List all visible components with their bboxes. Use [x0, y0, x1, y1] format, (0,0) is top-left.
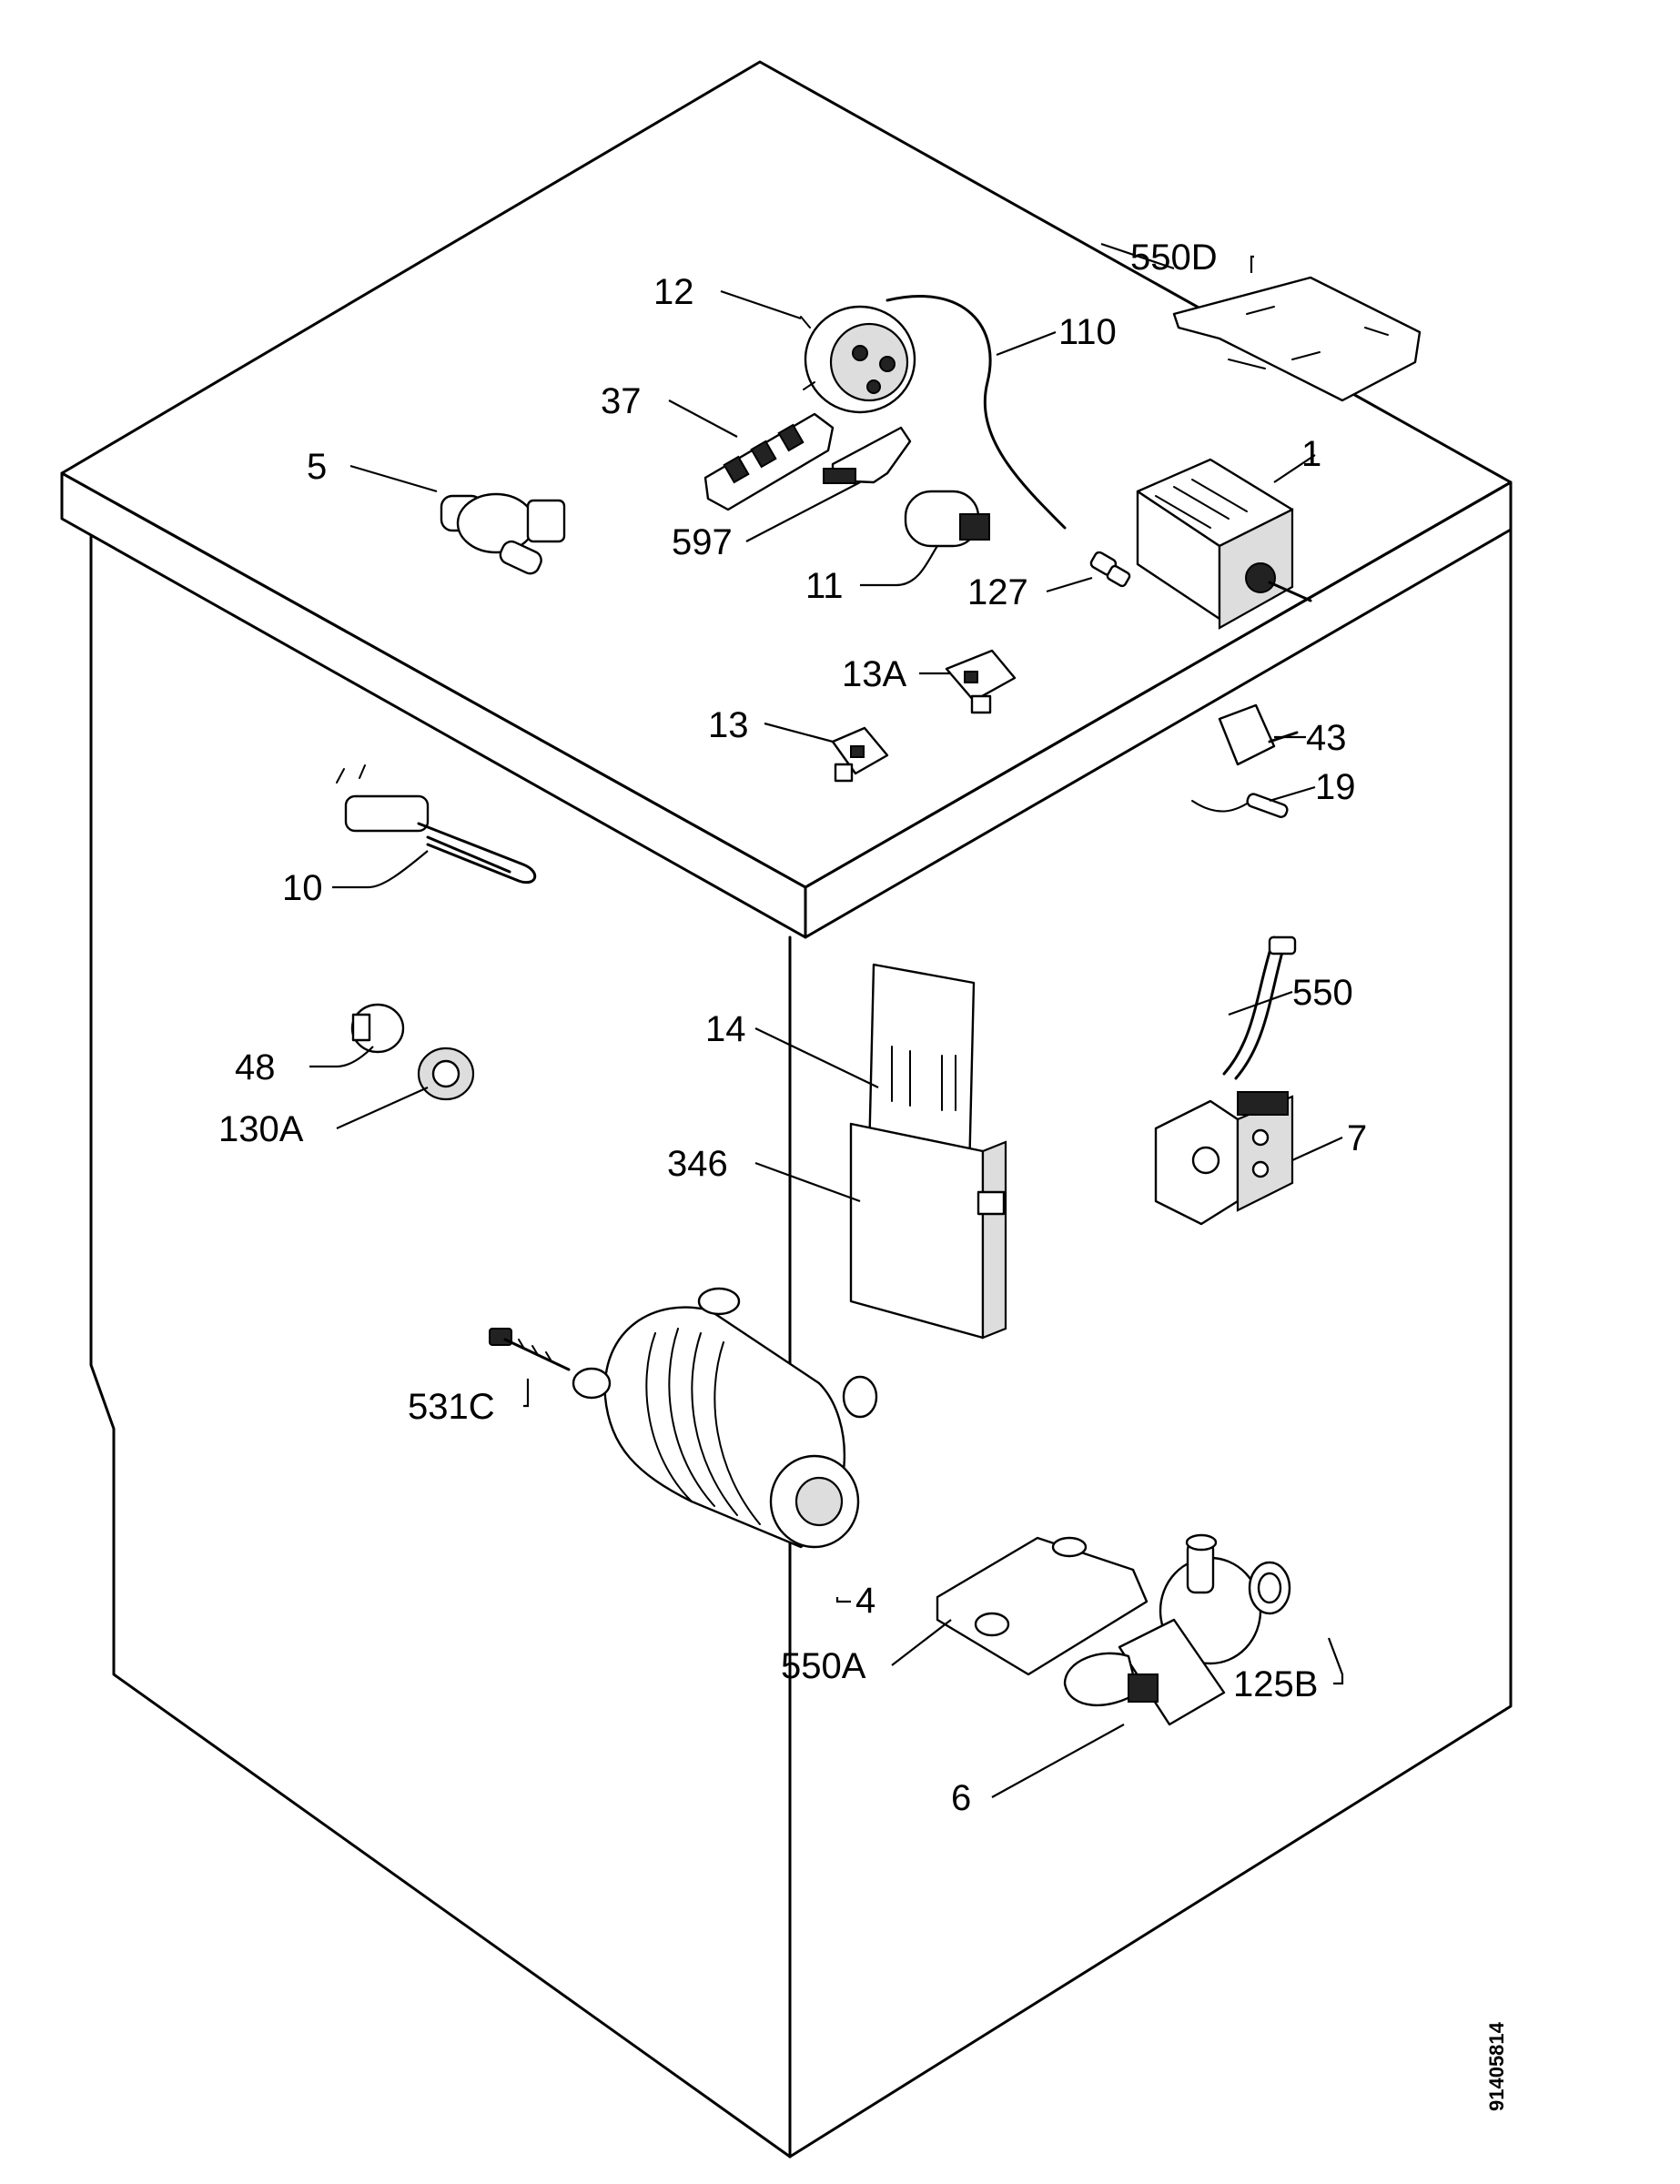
part-13A-connector — [945, 649, 1017, 714]
part-43-thermostat — [1218, 703, 1299, 766]
label-130A: 130A — [218, 1109, 304, 1149]
part-4-motor — [572, 1287, 878, 1549]
label-127: 127 — [967, 572, 1028, 612]
label-13A: 13A — [842, 654, 906, 694]
part-10-heating-element — [336, 764, 536, 885]
part-12-pressure-switch — [800, 305, 916, 414]
leader-lines — [309, 242, 1344, 1798]
label-531C: 531C — [408, 1387, 495, 1427]
part-1-programme-timer — [1136, 458, 1312, 630]
part-5-inlet-valve — [440, 492, 566, 575]
part-127-plug — [1089, 551, 1131, 588]
part-531C-screw — [489, 1328, 571, 1371]
part-labels: 550D 12 110 37 5 1 597 11 127 13A 13 43 … — [218, 238, 1367, 1818]
label-4: 4 — [855, 1581, 875, 1621]
label-10: 10 — [282, 868, 323, 908]
label-19: 19 — [1315, 767, 1356, 807]
label-37: 37 — [601, 381, 642, 421]
label-43: 43 — [1306, 718, 1347, 758]
label-550D: 550D — [1130, 238, 1218, 278]
part-6-drain-pump — [1063, 1533, 1291, 1726]
label-597: 597 — [672, 522, 733, 562]
part-597-bracket — [823, 426, 912, 484]
drawing-number: 91405814 — [1485, 2021, 1508, 2111]
part-11-capacitor — [904, 490, 990, 548]
label-110: 110 — [1058, 312, 1117, 352]
part-550-cable — [1222, 935, 1297, 1080]
label-14: 14 — [705, 1009, 746, 1049]
label-7: 7 — [1347, 1118, 1367, 1158]
label-550: 550 — [1292, 973, 1353, 1013]
part-130A-nut — [417, 1046, 475, 1101]
part-110-hose — [886, 295, 1067, 530]
label-346: 346 — [667, 1144, 728, 1184]
part-550A-plate — [936, 1536, 1149, 1676]
part-13-connector — [831, 726, 889, 783]
label-5: 5 — [307, 447, 327, 487]
part-48-door-lock-button — [350, 1003, 405, 1054]
cabinet-outline — [60, 60, 1513, 2159]
label-1: 1 — [1301, 434, 1321, 474]
part-37-terminal-block — [703, 412, 835, 511]
label-12: 12 — [653, 272, 694, 312]
label-125B: 125B — [1233, 1664, 1318, 1704]
part-550D-cover-plate — [1172, 276, 1422, 402]
label-48: 48 — [235, 1047, 276, 1087]
label-13: 13 — [708, 705, 749, 745]
part-19-sensor — [1191, 793, 1289, 818]
part-7-door-lock — [1154, 1091, 1294, 1226]
label-550A: 550A — [781, 1646, 866, 1686]
part-346-detergent-housing — [849, 1122, 1007, 1340]
label-11: 11 — [805, 566, 844, 606]
label-6: 6 — [951, 1778, 971, 1818]
